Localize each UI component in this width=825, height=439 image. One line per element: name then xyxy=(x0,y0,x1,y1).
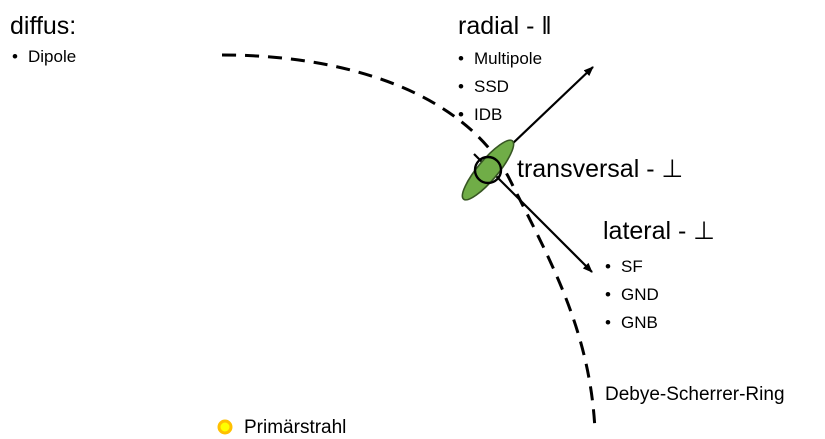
lateral-item: • GNB xyxy=(605,314,658,331)
bullet: • xyxy=(605,285,611,304)
bullet: • xyxy=(458,77,464,96)
lateral-item: • SF xyxy=(605,258,643,275)
lateral-title: lateral - ⊥ xyxy=(603,217,716,245)
bullet: • xyxy=(458,49,464,68)
debye-scherrer-ring-arc xyxy=(221,53,597,431)
radial-item: • Multipole xyxy=(458,50,542,67)
lateral-item-label: GNB xyxy=(621,313,658,332)
lateral-item: • GND xyxy=(605,286,659,303)
radial-title: radial - ‖ xyxy=(458,12,552,40)
primary-beam-label: Primärstrahl xyxy=(244,417,347,438)
radial-item: • IDB xyxy=(458,106,502,123)
bullet: • xyxy=(605,313,611,332)
transversal-circle xyxy=(473,155,503,185)
radial-item-label: SSD xyxy=(474,77,509,96)
crystallite-ellipse xyxy=(461,139,515,201)
radial-item: • SSD xyxy=(458,78,509,95)
debye-scherrer-ring-label: Debye-Scherrer-Ring xyxy=(605,384,785,405)
lateral-item-label: SF xyxy=(621,257,643,276)
primary-beam-dot xyxy=(217,419,233,435)
diffus-item-label: Dipole xyxy=(28,47,77,66)
bullet: • xyxy=(458,105,464,124)
lateral-item-label: GND xyxy=(621,285,659,304)
diffus-item: • Dipole xyxy=(12,48,76,65)
radial-item-label: Multipole xyxy=(474,49,543,68)
bullet: • xyxy=(12,47,18,66)
bullet: • xyxy=(605,257,611,276)
transversal-title: transversal - ⊥ xyxy=(517,155,684,183)
radial-item-label: IDB xyxy=(474,105,503,124)
diffus-title: diffus: xyxy=(10,12,77,40)
